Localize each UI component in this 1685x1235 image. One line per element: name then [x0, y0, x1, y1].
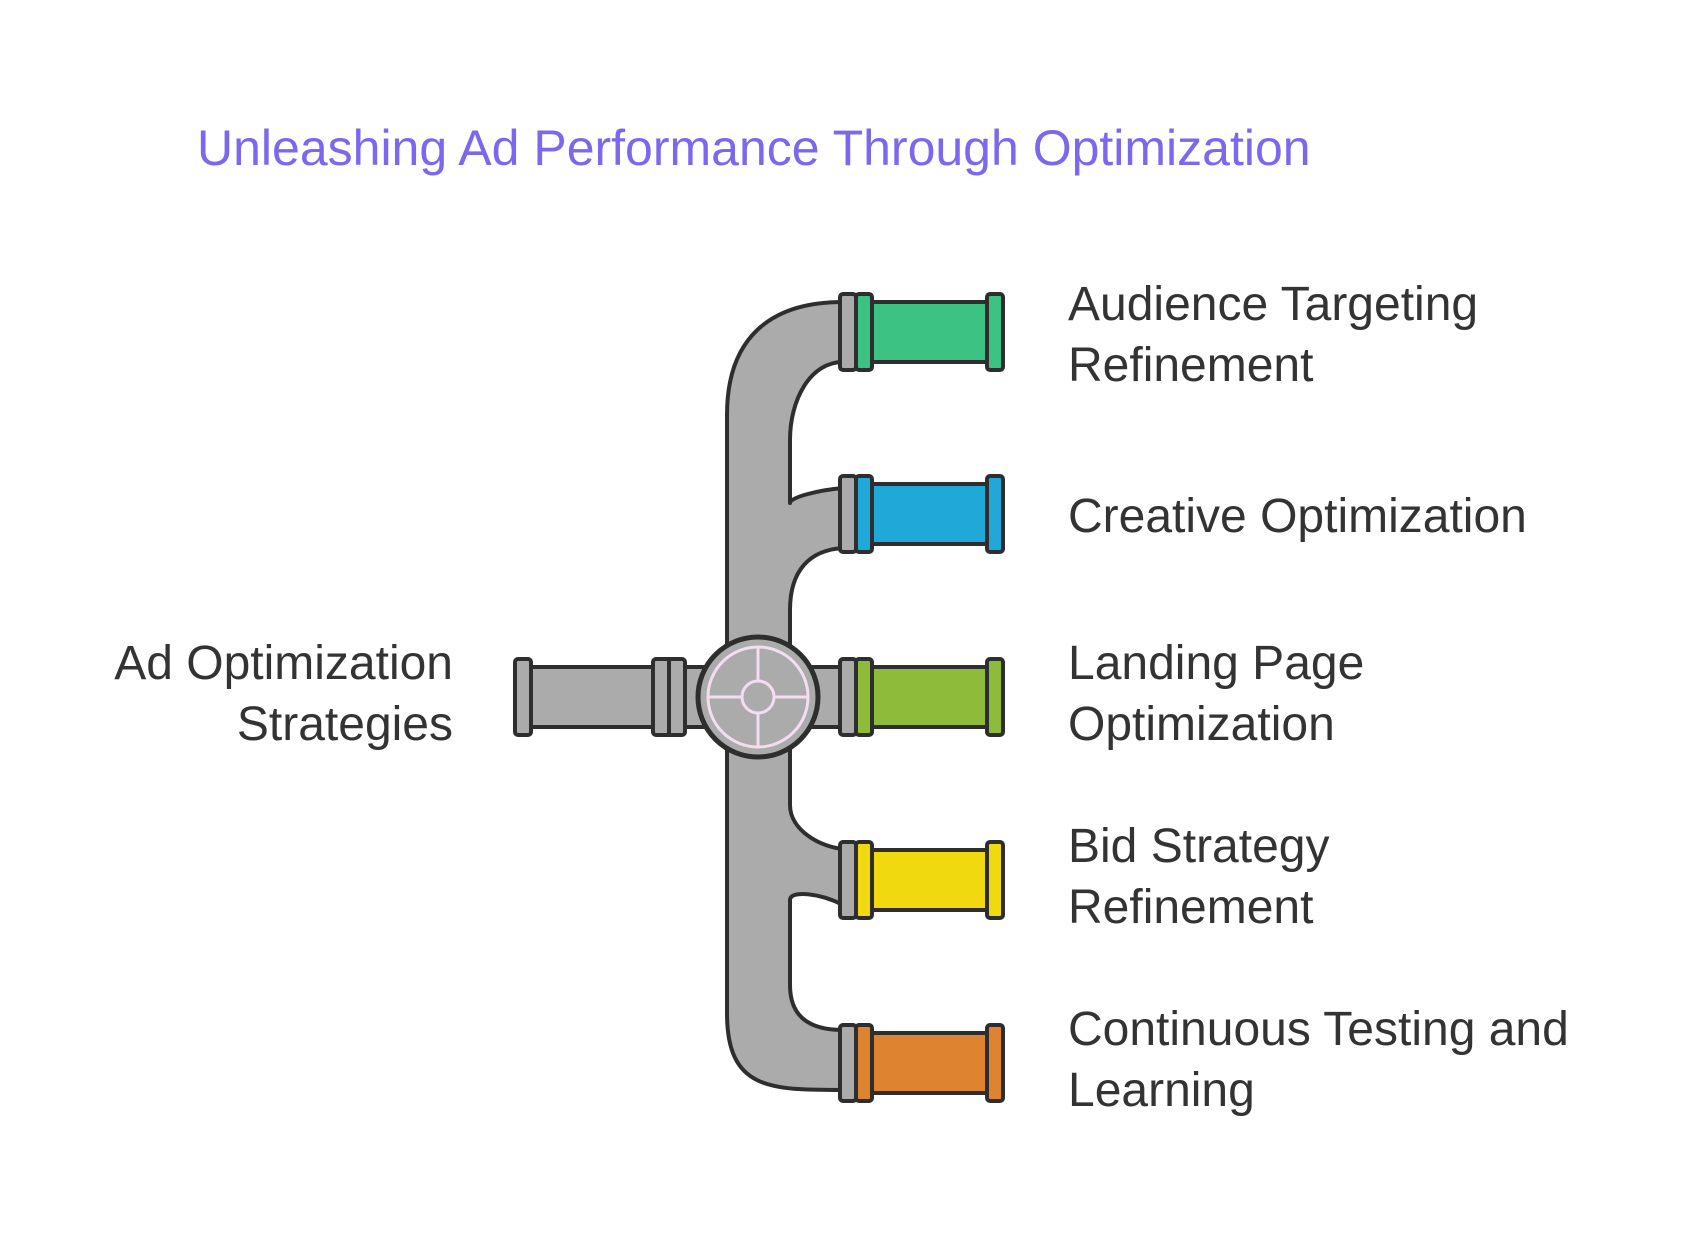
branch-label-line: Bid Strategy	[1068, 820, 1330, 873]
source-pipe	[521, 665, 725, 729]
branch-coupling-grey	[838, 292, 858, 372]
branch-coupling-color	[854, 292, 874, 372]
branch-end-cap	[985, 292, 1005, 372]
branch-end-cap	[985, 657, 1005, 737]
branch-label-line: Learning	[1068, 1064, 1255, 1117]
branch-coupling-color	[854, 1023, 874, 1103]
branch-end-cap	[985, 474, 1005, 554]
branch-label-line: Continuous Testing and	[1068, 1003, 1569, 1056]
diagram-title: Unleashing Ad Performance Through Optimi…	[197, 120, 1311, 176]
source-label: Ad Optimization Strategies	[114, 633, 453, 755]
branch-pipe-body	[863, 665, 997, 729]
branch-coupling-grey	[838, 474, 858, 554]
branch-label-line: Refinement	[1068, 339, 1314, 392]
branch-label-line: Landing Page	[1068, 637, 1365, 690]
branch-end-cap	[985, 1023, 1005, 1103]
branch-pipe-1	[838, 292, 1005, 372]
branch-pipe-body	[863, 482, 997, 546]
branch-coupling-color	[854, 474, 874, 554]
branch-pipe-2	[838, 474, 1005, 554]
branch-coupling-grey	[838, 840, 858, 920]
branch-coupling-grey	[838, 657, 858, 737]
branch-pipe-body	[863, 1031, 997, 1095]
branch-pipe-body	[863, 300, 997, 364]
source-label-line: Strategies	[236, 698, 453, 751]
branch-label-line: Refinement	[1068, 881, 1314, 934]
branch-label-2: Creative Optimization	[1068, 486, 1527, 547]
source-label-line: Ad Optimization	[114, 637, 453, 690]
branch-label-line: Creative Optimization	[1068, 490, 1527, 543]
branch-coupling-color	[854, 657, 874, 737]
branch-pipe-body	[863, 848, 997, 912]
branch-pipe-3	[838, 657, 1005, 737]
branch-coupling-color	[854, 840, 874, 920]
branch-pipe-5	[838, 1023, 1005, 1103]
valve-wheel-icon	[695, 634, 821, 760]
branch-pipe-4	[838, 840, 1005, 920]
source-pipe-end-cap	[513, 657, 533, 737]
branch-outlets	[838, 292, 1005, 1103]
branch-end-cap	[985, 840, 1005, 920]
branch-coupling-grey	[838, 1023, 858, 1103]
branch-label-line: Audience Targeting	[1068, 278, 1479, 331]
branch-label-line: Optimization	[1068, 698, 1335, 751]
